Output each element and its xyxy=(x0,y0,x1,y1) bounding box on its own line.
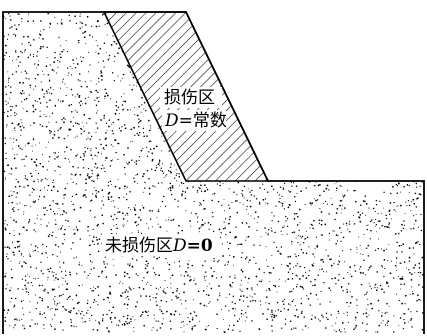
undamaged-zone-name: 未损伤区 xyxy=(105,236,173,256)
damaged-zone-label: 损伤区 xyxy=(164,88,215,108)
undamaged-variable: D xyxy=(172,236,187,256)
slope-outline xyxy=(2,11,425,334)
undamaged-value: =0 xyxy=(187,236,213,256)
undamaged-zone-label: 未损伤区D=0 xyxy=(105,236,213,256)
damage-variable: D xyxy=(164,111,179,131)
damage-value: =常数 xyxy=(179,111,227,131)
undamaged-label-bg xyxy=(102,234,220,256)
damaged-label-bg-2 xyxy=(162,110,226,131)
damaged-label-bg-1 xyxy=(160,87,222,108)
damaged-zone-formula: D=常数 xyxy=(164,111,227,131)
